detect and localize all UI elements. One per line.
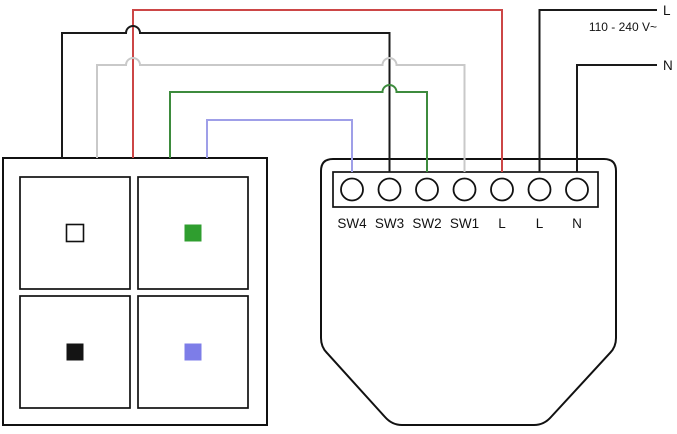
terminal-label-sw1: SW1 xyxy=(450,216,479,231)
terminal-label-n: N xyxy=(572,216,582,231)
terminal-label-l2: L xyxy=(536,216,544,231)
terminal-sw4 xyxy=(340,177,364,202)
wire-black-sw3 xyxy=(61,25,391,172)
terminal-sw3 xyxy=(377,177,402,202)
wire-gray-sw1 xyxy=(96,57,466,172)
terminal-label-sw4: SW4 xyxy=(337,216,367,231)
supply-voltage-label: 110 - 240 V~ xyxy=(589,20,657,34)
button-indicator-top-left xyxy=(65,223,85,243)
terminal-sw1 xyxy=(452,177,477,202)
button-indicator-bottom-left xyxy=(66,343,84,361)
switch-wires xyxy=(61,9,503,172)
terminal-label-l1: L xyxy=(498,216,506,231)
terminal-n xyxy=(565,177,589,202)
terminal-labels: SW4 SW3 SW2 SW1 L L N xyxy=(337,216,582,231)
supply-n-wire xyxy=(576,64,657,172)
module-terminals xyxy=(340,177,589,202)
button-indicator-bottom-right xyxy=(184,343,202,361)
terminal-l1 xyxy=(490,177,514,202)
terminal-label-sw2: SW2 xyxy=(412,216,441,231)
terminal-sw2 xyxy=(415,177,439,202)
wall-switch xyxy=(2,157,268,426)
terminal-l2 xyxy=(527,177,552,202)
supply-n-label: N xyxy=(663,58,673,73)
supply-lines: L 110 - 240 V~ N xyxy=(538,3,673,172)
button-indicator-top-right xyxy=(184,224,202,242)
terminal-label-sw3: SW3 xyxy=(375,216,404,231)
wire-green-sw2 xyxy=(169,84,428,172)
module-outline xyxy=(320,158,617,426)
supply-l-wire xyxy=(538,9,657,172)
supply-l-label: L xyxy=(663,3,671,18)
wire-blue-sw4 xyxy=(206,119,353,172)
wire-red-l xyxy=(132,9,503,172)
